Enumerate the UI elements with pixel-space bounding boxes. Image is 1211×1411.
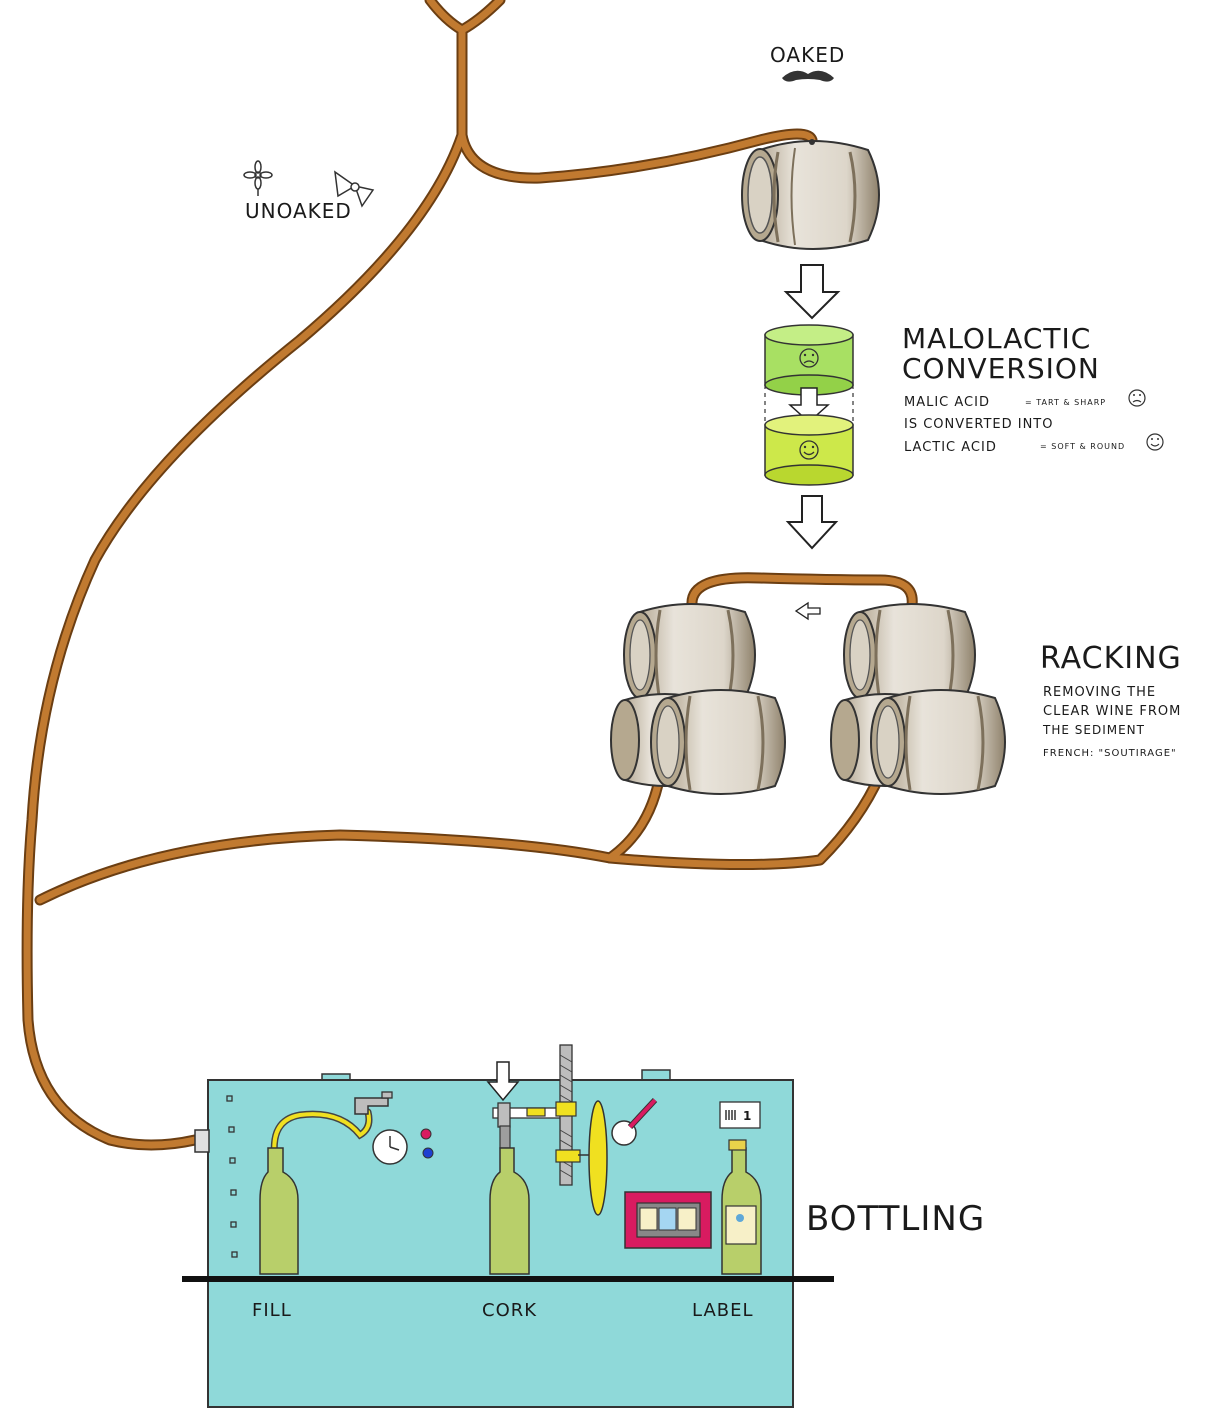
lactic-acid-desc: = SOFT & ROUND	[1040, 442, 1125, 451]
happy-face-icon	[1147, 434, 1163, 450]
racking-desc-4: FRENCH: "SOUTIRAGE"	[1043, 748, 1177, 759]
counter-value: 1	[743, 1109, 752, 1123]
converted-label: IS CONVERTED INTO	[904, 417, 1053, 432]
left-arrow-icon	[796, 603, 820, 619]
racking-desc-2: CLEAR WINE FROM	[1043, 704, 1181, 719]
label-frame	[625, 1192, 711, 1248]
sad-face-icon	[800, 349, 818, 367]
happy-face-icon	[800, 441, 818, 459]
clock-icon	[373, 1130, 407, 1164]
malic-acid-cylinder	[765, 325, 853, 395]
barrel	[871, 690, 1005, 794]
unoaked-label: UNOAKED	[245, 199, 352, 223]
lactic-acid-label: LACTIC ACID	[904, 440, 997, 455]
oak-barrel	[742, 139, 879, 249]
bottling-title: BOTTLING	[806, 1199, 985, 1239]
barrel	[651, 690, 785, 794]
malolactic-title-2: CONVERSION	[902, 352, 1100, 385]
malic-acid-label: MALIC ACID	[904, 395, 990, 410]
label-label: LABEL	[692, 1300, 754, 1321]
racking-barrels-left	[611, 604, 785, 794]
lactic-acid-cylinder	[765, 415, 853, 485]
fill-label: FILL	[252, 1300, 292, 1321]
racking-desc-1: REMOVING THE	[1043, 685, 1156, 700]
racking-title: RACKING	[1040, 641, 1182, 676]
racking-barrels-right	[831, 604, 1005, 794]
barcode-icon: 1	[720, 1102, 760, 1128]
racking-desc-3: THE SEDIMENT	[1042, 723, 1145, 737]
malolactic-title-1: MALOLACTIC	[902, 322, 1091, 355]
cork-label: CORK	[482, 1300, 537, 1321]
down-arrow-icon	[788, 496, 836, 548]
oaked-label: OAKED	[770, 43, 845, 67]
sad-face-icon	[1129, 390, 1145, 406]
malic-acid-desc: = TART & SHARP	[1025, 398, 1106, 407]
flower-icon	[244, 161, 272, 196]
mustache-icon	[782, 71, 834, 82]
down-arrow-icon	[786, 265, 838, 318]
